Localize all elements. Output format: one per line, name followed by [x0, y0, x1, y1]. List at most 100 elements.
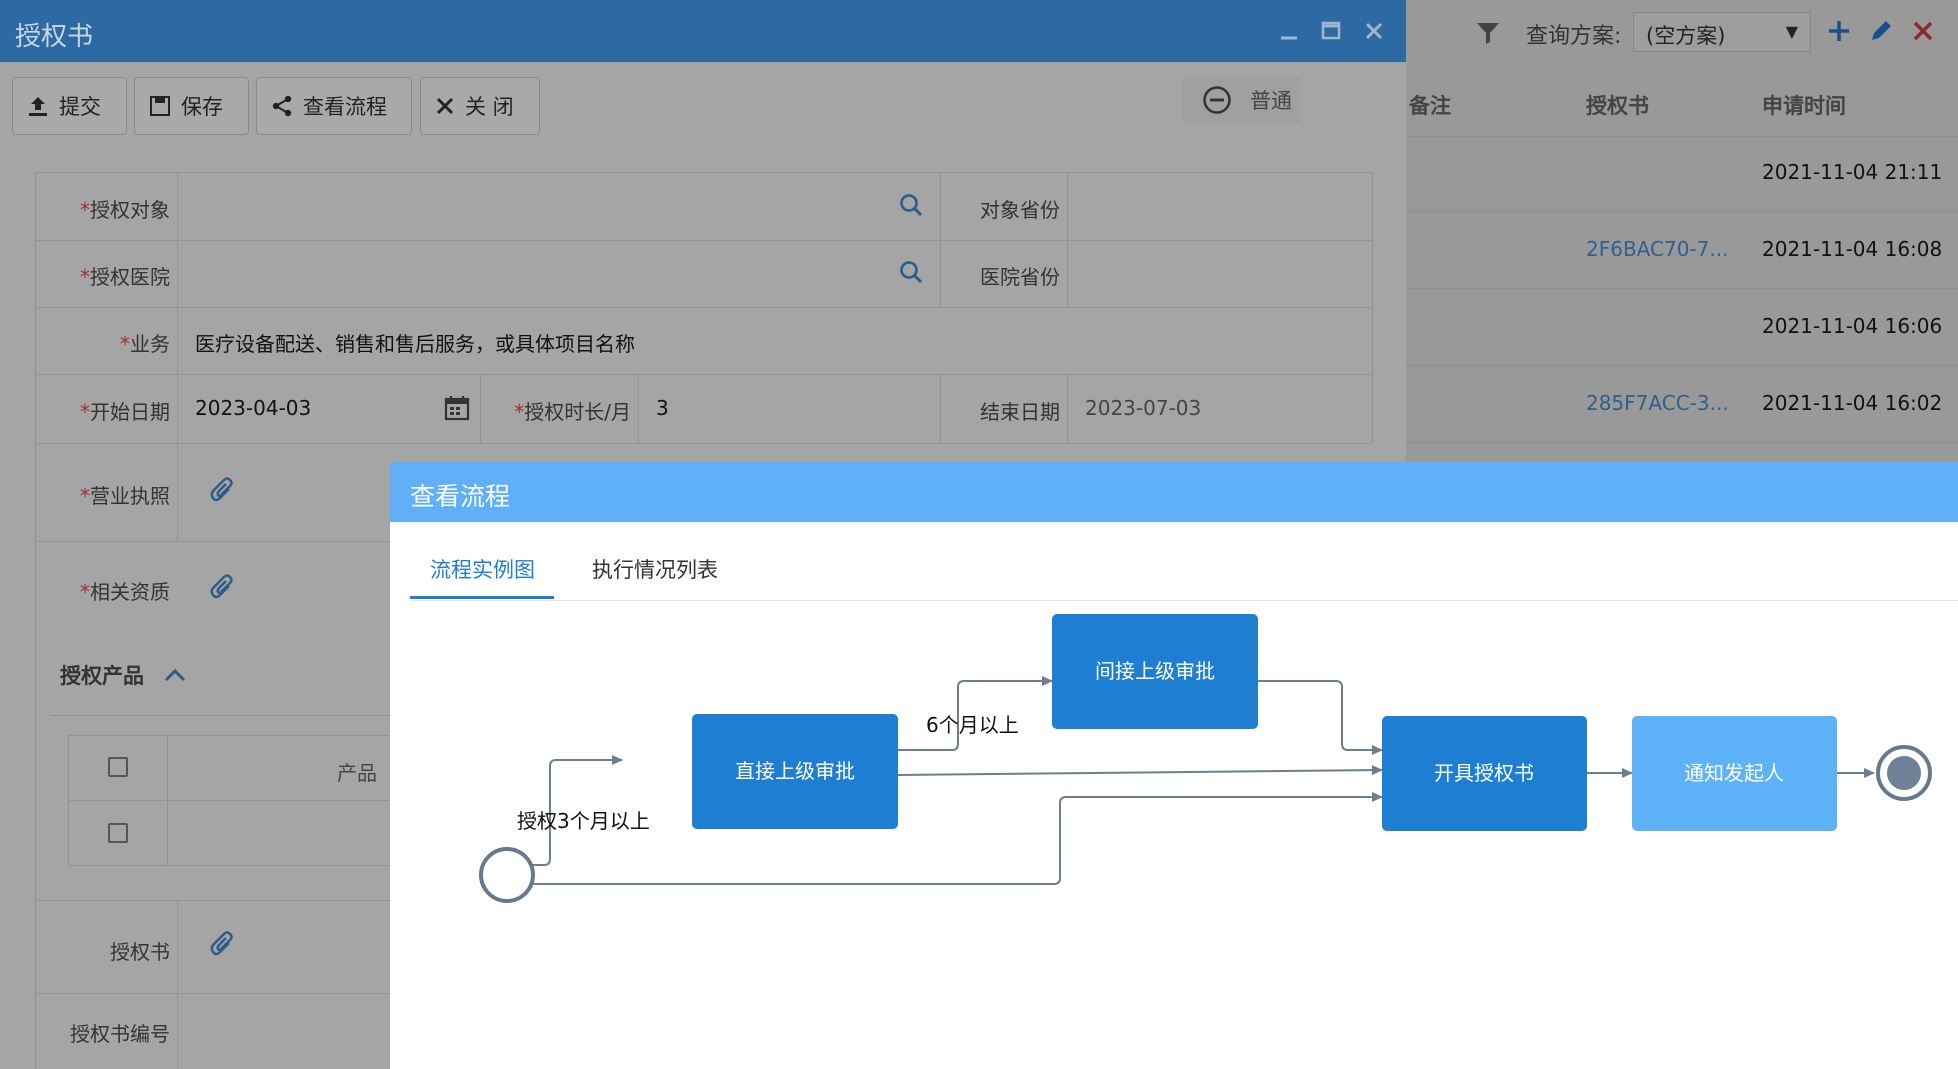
divider: [35, 172, 1372, 173]
node-direct-supervisor-approval[interactable]: 直接上级审批: [692, 714, 898, 829]
dropdown-arrow-icon: ▼: [1785, 22, 1798, 41]
edge-start-to-direct: [510, 755, 623, 866]
apply-time: 2021-11-04 16:02: [1762, 391, 1943, 415]
select-all-checkbox[interactable]: [108, 757, 128, 777]
divider: [1067, 172, 1068, 307]
tab-execution-list[interactable]: 执行情况列表: [592, 558, 718, 582]
close-label: 关 闭: [465, 95, 514, 119]
view-flow-button[interactable]: 查看流程: [256, 77, 412, 135]
column-header-remark: 备注: [1409, 94, 1451, 118]
svg-text:通知发起人: 通知发起人: [1684, 761, 1784, 785]
add-icon[interactable]: [1824, 16, 1854, 46]
node-notify-initiator[interactable]: 通知发起人: [1632, 716, 1837, 831]
divider: [177, 172, 178, 541]
save-icon: [150, 96, 170, 116]
edge-label-over-3-months: 授权3个月以上: [517, 809, 650, 833]
edge-start-to-issue: [510, 792, 1383, 885]
attachment-icon[interactable]: [210, 476, 236, 506]
svg-text:间接上级审批: 间接上级审批: [1095, 659, 1215, 683]
list-table-header: 备注 授权书 申请时间: [1406, 70, 1958, 137]
divider: [638, 374, 639, 443]
minus-circle-icon: [1203, 86, 1231, 114]
attachment-icon[interactable]: [210, 573, 236, 603]
calendar-icon[interactable]: [443, 394, 471, 422]
divider: [35, 307, 1372, 308]
query-scheme-label: 查询方案:: [1526, 24, 1622, 49]
business-field[interactable]: 医疗设备配送、销售和售后服务，或具体项目名称: [195, 332, 635, 356]
close-icon[interactable]: [1361, 18, 1387, 44]
edge-direct-to-issue: [897, 765, 1383, 776]
target-province-label: 对象省份: [980, 198, 1060, 222]
table-row[interactable]: 2021-11-04 21:11: [1406, 134, 1958, 212]
svg-text:直接上级审批: 直接上级审批: [735, 759, 855, 783]
letter-code[interactable]: 2F6BAC70-7...: [1586, 237, 1729, 261]
business-label: *业务: [120, 332, 170, 356]
divider: [35, 443, 1372, 444]
window-titlebar[interactable]: 授权书: [0, 0, 1406, 62]
priority-label: 普通: [1250, 89, 1292, 113]
dialog-title: 查看流程: [410, 482, 511, 511]
start-date-field[interactable]: 2023-04-03: [195, 396, 312, 420]
share-icon: [272, 95, 292, 117]
divider: [940, 172, 941, 307]
view-flow-dialog: 查看流程 流程实例图 执行情况列表 授权3个月以上 6个月以上 直接上级审批: [390, 462, 1958, 1069]
dialog-titlebar[interactable]: 查看流程: [390, 462, 1958, 522]
list-toolbar: 查询方案: (空方案) ▼: [1406, 0, 1958, 66]
upload-icon: [29, 97, 47, 116]
end-event[interactable]: [1876, 745, 1932, 801]
apply-time: 2021-11-04 21:11: [1762, 160, 1943, 184]
hospital-label: *授权医院: [80, 265, 170, 289]
svg-text:开具授权书: 开具授权书: [1434, 761, 1534, 785]
query-scheme-select[interactable]: (空方案) ▼: [1633, 12, 1811, 52]
minimize-icon[interactable]: [1276, 18, 1302, 44]
edge-indirect-to-issue: [1258, 680, 1383, 755]
save-label: 保存: [181, 95, 223, 119]
close-button[interactable]: 关 闭: [420, 77, 540, 135]
row-checkbox[interactable]: [108, 823, 128, 843]
letter-label: 授权书: [110, 940, 170, 964]
divider: [167, 735, 168, 865]
license-label: *营业执照: [80, 484, 170, 508]
edge-label-over-6-months: 6个月以上: [926, 713, 1019, 737]
table-row[interactable]: 2021-11-04 16:06: [1406, 288, 1958, 366]
active-tab-indicator: [410, 596, 554, 599]
duration-field[interactable]: 3: [656, 396, 669, 420]
hospital-province-label: 医院省份: [980, 265, 1060, 289]
priority-indicator[interactable]: 普通: [1182, 77, 1300, 123]
edit-icon[interactable]: [1866, 16, 1896, 46]
table-row[interactable]: 2F6BAC70-7... 2021-11-04 16:08: [1406, 211, 1958, 289]
dialog-tabs: 流程实例图 执行情况列表: [410, 534, 1958, 601]
divider: [35, 374, 1372, 375]
divider: [35, 240, 1372, 241]
node-issue-authorization[interactable]: 开具授权书: [1382, 716, 1587, 831]
divider: [1372, 172, 1373, 443]
divider: [35, 172, 36, 1069]
table-row[interactable]: 285F7ACC-3... 2021-11-04 16:02: [1406, 365, 1958, 443]
column-header-apply-time: 申请时间: [1762, 94, 1846, 118]
tab-flow-diagram[interactable]: 流程实例图: [430, 558, 535, 582]
qualification-label: *相关资质: [80, 580, 170, 604]
start-event[interactable]: [479, 847, 535, 903]
attachment-icon[interactable]: [210, 930, 236, 960]
divider: [480, 374, 481, 443]
duration-label: *授权时长/月: [514, 400, 631, 424]
delete-icon[interactable]: [1908, 16, 1938, 46]
node-indirect-supervisor-approval[interactable]: 间接上级审批: [1052, 614, 1258, 729]
end-date-field: 2023-07-03: [1085, 396, 1202, 420]
letter-code[interactable]: 285F7ACC-3...: [1586, 391, 1729, 415]
maximize-icon[interactable]: [1318, 18, 1344, 44]
save-button[interactable]: 保存: [134, 77, 249, 135]
products-section-title: 授权产品: [60, 664, 144, 688]
submit-button[interactable]: 提交: [12, 77, 127, 135]
search-icon[interactable]: [898, 192, 924, 218]
chevron-up-icon[interactable]: [162, 664, 188, 686]
letter-number-label: 授权书编号: [70, 1022, 170, 1046]
search-icon[interactable]: [898, 259, 924, 285]
divider: [177, 900, 178, 1069]
view-flow-label: 查看流程: [303, 95, 387, 119]
submit-label: 提交: [59, 95, 101, 119]
flow-diagram: 授权3个月以上 6个月以上 直接上级审批 间接上级审批 开具授权书 通知发起人: [479, 614, 1932, 903]
query-scheme-value: (空方案): [1646, 24, 1726, 48]
end-date-label: 结束日期: [980, 400, 1060, 424]
filter-icon[interactable]: [1475, 20, 1501, 46]
